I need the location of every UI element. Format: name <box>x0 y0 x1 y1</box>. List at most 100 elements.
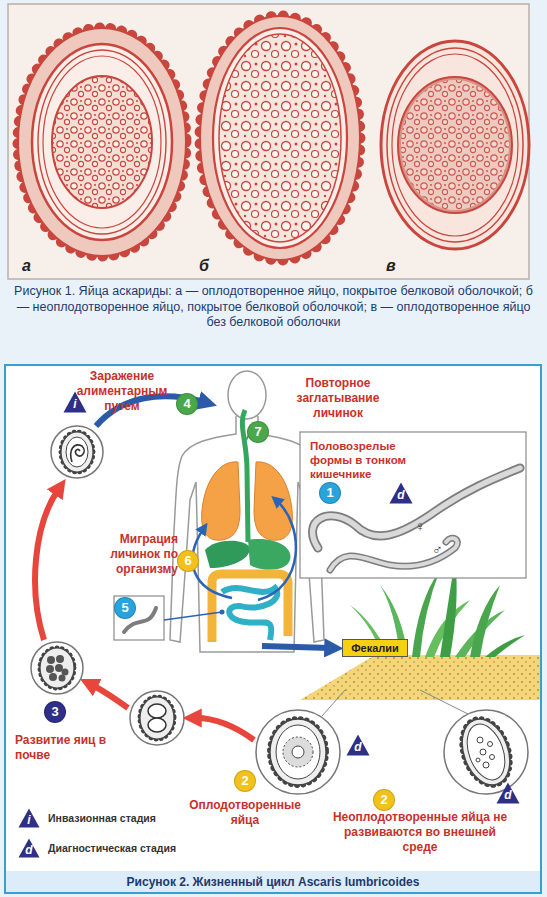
node-text: d <box>496 789 520 802</box>
two-cell-egg-part <box>140 697 174 739</box>
fertilized-egg-part <box>276 725 320 779</box>
node-text: d <box>389 489 413 502</box>
human-body-part <box>228 371 266 419</box>
human-body-part <box>254 462 292 540</box>
two-cell-egg-part <box>140 697 174 739</box>
figure-letter: б <box>199 256 209 276</box>
morula-egg-part <box>47 656 55 664</box>
inset-box: Половозрелые формы в тонком кишечнике1 d <box>300 432 526 578</box>
stage-triangle: d <box>389 482 413 504</box>
stage-label: Миграция личинок по организму <box>86 532 178 577</box>
egg-b-part <box>213 28 347 248</box>
node-text: 4 <box>177 394 197 414</box>
infective-egg-part <box>71 445 84 462</box>
egg-c-part <box>401 80 509 210</box>
node-text: 6 <box>178 551 198 571</box>
inset-title: Половозрелые формы в тонком кишечнике <box>310 439 422 481</box>
egg-a-part <box>18 28 186 256</box>
triangle-shape <box>390 483 413 504</box>
unfertilized-egg-part <box>460 719 512 785</box>
figure2-panel <box>5 365 541 893</box>
stage-label: Развитие яиц в почве <box>15 733 115 763</box>
soil-grass <box>300 560 540 700</box>
morula-egg-part <box>40 648 74 688</box>
stage-triangle: i <box>18 808 40 828</box>
unfertilized-egg-part <box>480 749 486 755</box>
node-text: 2 <box>374 790 394 810</box>
infective-egg-part <box>66 437 88 467</box>
node-text: i <box>18 814 40 827</box>
unfertilized-egg-part <box>454 713 519 792</box>
unfertilized-egg-part <box>477 737 483 743</box>
figure-caption: Рисунок 2. Жизненный цикл Ascaris lumbri… <box>8 875 538 890</box>
stage-triangle: d <box>346 734 370 756</box>
egg-c-part <box>398 77 512 213</box>
larva-inset-part <box>114 596 164 640</box>
egg-a-part <box>52 76 152 208</box>
egg-a-part <box>43 56 161 228</box>
morula-egg <box>31 642 83 694</box>
morula-egg-part <box>49 673 57 681</box>
stage-triangle: d <box>496 782 520 804</box>
node-text: d <box>18 844 40 857</box>
stage-number: 2 <box>234 770 256 792</box>
triangle-shape <box>19 809 40 828</box>
infective-egg <box>51 426 103 478</box>
stage-number: 7 <box>247 421 269 443</box>
egg-b-part <box>200 16 360 260</box>
egg-a <box>18 28 186 256</box>
two-cell-egg-part <box>148 704 166 718</box>
egg-c-part <box>381 41 529 249</box>
sex-symbol: ♀ <box>415 518 426 536</box>
two-cell-egg-part <box>130 691 184 745</box>
infective-egg-part <box>61 432 93 472</box>
egg-b <box>200 16 360 260</box>
fertilized-egg-part <box>270 719 326 785</box>
two-cell-egg-part <box>148 718 166 732</box>
two-cell-egg <box>130 691 184 745</box>
morula-egg-part <box>31 642 83 694</box>
stage-number: 6 <box>177 550 199 572</box>
node-text: 5 <box>115 598 135 618</box>
human-body-part <box>202 462 240 540</box>
egg-c-part <box>387 48 523 242</box>
fertilized-egg-part <box>283 737 313 767</box>
human-body-part <box>212 574 288 642</box>
cycle-arrows-part <box>262 646 330 648</box>
figure1-panel <box>8 4 529 279</box>
unfertilized-egg-part <box>444 710 528 794</box>
stage-number: 3 <box>44 701 66 723</box>
triangle-shape <box>497 783 520 804</box>
infective-egg-part <box>61 432 93 472</box>
legend-text: Диагностическая стадия <box>48 842 176 855</box>
feces-box: Фекалии <box>342 639 408 657</box>
stage-number: 1 <box>319 482 341 504</box>
triangle-shape <box>347 735 370 756</box>
cycle-arrows <box>35 396 330 740</box>
fertilized-egg-part <box>322 690 345 716</box>
unfertilized-egg-part <box>420 690 468 714</box>
larva-inset <box>114 596 225 640</box>
stage-label: Неоплодотворенные яйца не развиваются во… <box>330 810 510 855</box>
larva-inset-part <box>164 612 222 620</box>
unfertilized-egg-part <box>476 758 480 762</box>
stage-label: Повторное заглатывание личинок <box>288 376 388 421</box>
morula-egg-part <box>59 675 66 682</box>
soil-grass-part <box>300 655 540 700</box>
human-body-part <box>248 539 290 570</box>
morula-egg-part <box>46 665 54 673</box>
fertilized-egg-part <box>292 746 304 758</box>
node-text: i <box>63 398 87 411</box>
egg-b-part <box>219 34 341 242</box>
worms-part <box>330 538 457 570</box>
egg-b-part <box>200 16 360 260</box>
morula-egg-part <box>62 669 69 676</box>
node-text: 3 <box>45 702 65 722</box>
worms-part <box>330 538 457 570</box>
unfertilized-egg-part <box>454 713 519 792</box>
cycle-arrows-part <box>92 685 128 708</box>
stage-number: 5 <box>114 597 136 619</box>
soil-grass-part <box>470 585 500 657</box>
